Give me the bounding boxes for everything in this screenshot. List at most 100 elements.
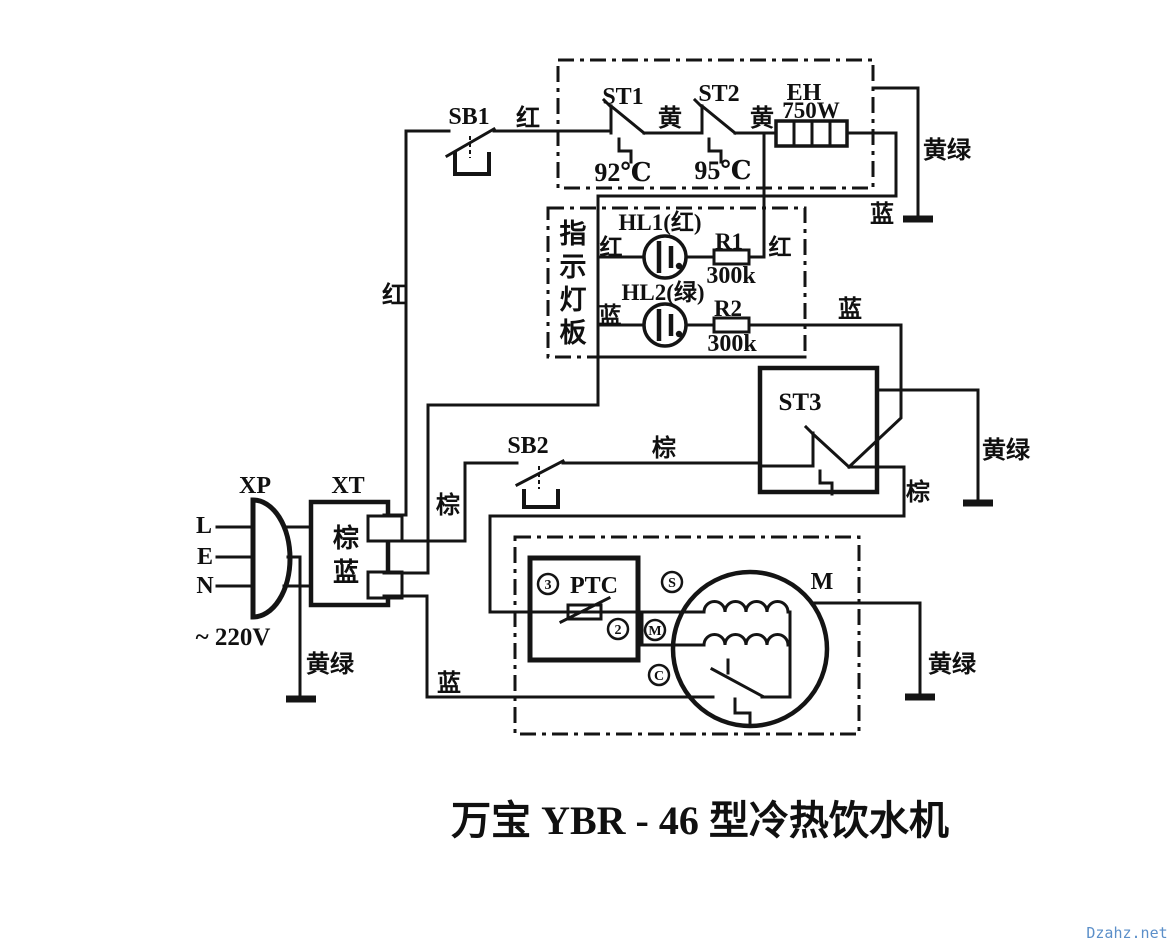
- motor-circle: [670, 569, 830, 729]
- hl1-electrodes: [656, 241, 674, 273]
- compressor-unit-box: [513, 535, 861, 736]
- heater-unit-box: [556, 58, 875, 190]
- hl2-lamp-symbol: [642, 302, 688, 348]
- voltage-label: ~ 220V: [196, 624, 271, 651]
- pin-n-label: N: [196, 573, 214, 599]
- ptc-pin2-label: 2: [615, 623, 622, 638]
- terminal-marks: 3 2 S M C: [536, 570, 684, 687]
- wire-label-yellow-st2: 黄: [750, 105, 774, 132]
- sb1-blade: [444, 126, 497, 159]
- wire-label-yellow-st1: 黄: [658, 105, 682, 132]
- xt-label: XT: [331, 473, 364, 499]
- wire-label-red-r1: 红: [769, 234, 792, 260]
- wire-label-yg-motor: 黄绿: [928, 650, 977, 678]
- hl1-bulb: [642, 234, 688, 280]
- wire-blue-r2-to-st3: [747, 323, 903, 470]
- xt-terminal-block-box: [308, 499, 391, 608]
- xt-row2-label: 蓝: [333, 558, 359, 587]
- st2-label: ST2: [698, 81, 739, 107]
- xt-tab-2: [366, 570, 404, 600]
- wire-label-yg-st3: 黄绿: [982, 436, 1031, 464]
- wire-label-brown-sb2: 棕: [652, 434, 676, 462]
- r2-value-label: 300k: [707, 331, 757, 357]
- st2-contact: [692, 97, 738, 136]
- st3-label: ST3: [778, 389, 821, 416]
- wire-winding-common: [760, 610, 792, 699]
- hl1-label: HL1(红): [618, 209, 701, 235]
- indicator-char-1: 指: [560, 219, 587, 249]
- sb1-bracket: [453, 152, 491, 176]
- r1-resistor: [712, 248, 751, 266]
- wire-label-blue-xt: 蓝: [437, 670, 461, 697]
- wire-label-red-hl1: 红: [600, 234, 623, 260]
- ptc-box: [527, 555, 641, 663]
- ptc-thermistor-symbol: [558, 595, 612, 625]
- terminal-m-circle: [643, 618, 667, 642]
- wire-label-yg-xp: 黄绿: [306, 650, 355, 678]
- wire-label-blue-hl2: 蓝: [599, 302, 622, 328]
- wire-label-yg-top: 黄绿: [923, 136, 972, 164]
- wire-label-red-vertical: 红: [382, 281, 406, 309]
- eh-power-label: 750W: [782, 98, 840, 123]
- terminal-s-label: S: [668, 576, 676, 591]
- indicator-char-4: 板: [560, 318, 587, 348]
- sb1-label: SB1: [448, 104, 489, 130]
- ptc-body: [566, 603, 603, 621]
- pin-e-label: E: [197, 544, 213, 570]
- hl2-dot: [675, 330, 683, 338]
- xp-plug-symbol: [250, 497, 293, 620]
- hl2-bulb: [642, 302, 688, 348]
- wire-earth-motor: [810, 601, 922, 696]
- sb2-bracket: [522, 489, 560, 509]
- indicator-char-3: 灯: [560, 285, 587, 315]
- ptc-label: PTC: [570, 573, 618, 599]
- terminal-c-circle: [647, 663, 671, 687]
- sb2-label: SB2: [507, 433, 548, 459]
- hl1-lamp-symbol: [642, 234, 688, 280]
- st2-thermostat-symbol: [692, 97, 738, 164]
- eh-heater-symbol: [774, 119, 849, 148]
- hl1-dot: [675, 262, 683, 270]
- wire-brown-xt-to-sb2: [381, 461, 519, 543]
- st1-bimetal-hook: [617, 137, 633, 164]
- motor-label: M: [811, 569, 834, 595]
- xp-label: XP: [239, 473, 271, 499]
- protector-contact: [709, 658, 765, 699]
- st1-thermostat-symbol: [601, 97, 647, 164]
- st3-contact: [803, 424, 852, 470]
- wire-label-red-sb1: 红: [516, 104, 540, 132]
- st3-thermostat-box: [757, 365, 880, 495]
- sb1-switch-symbol: [444, 126, 497, 176]
- r2-label: R2: [714, 296, 742, 321]
- terminal-m-label: M: [648, 624, 661, 639]
- eh-dividers: [792, 121, 832, 146]
- st3-bimetal-hook: [818, 469, 834, 496]
- wire-label-blue-top: 蓝: [870, 201, 894, 228]
- wire-blue-bus-to-xt: [382, 194, 600, 575]
- start-winding-coil: [702, 600, 790, 614]
- main-winding-coil: [702, 633, 790, 647]
- st1-contact: [601, 97, 647, 136]
- diagram-caption: 万宝 YBR - 46 型冷热饮水机: [451, 798, 949, 843]
- hl2-label: HL2(绿): [621, 279, 704, 305]
- protector-hook: [733, 697, 752, 728]
- wire-earth-top: [871, 86, 920, 217]
- pin-l-label: L: [196, 513, 212, 539]
- wire-earth-st3: [875, 388, 980, 502]
- xt-tab-1: [366, 514, 404, 543]
- st2-temp-label: 95℃: [694, 156, 751, 185]
- terminal-s-circle: [660, 570, 684, 594]
- wire-ptc-pin2-to-main-winding: [640, 610, 706, 647]
- ptc-pin3-label: 3: [545, 578, 552, 593]
- ptc-pin3-circle: [536, 572, 560, 596]
- sb2-switch-symbol: [514, 458, 566, 509]
- hl2-electrodes: [656, 309, 674, 341]
- st3-thermostat-symbol: [803, 424, 852, 496]
- wire-label-blue-r2: 蓝: [838, 296, 862, 323]
- indicator-board-title: 指 示 灯 板: [560, 219, 587, 348]
- st1-label: ST1: [602, 84, 643, 110]
- wire-brown-st3-to-ptc: [488, 465, 906, 614]
- r2-resistor: [712, 316, 751, 334]
- ptc-pin2-circle: [606, 617, 630, 641]
